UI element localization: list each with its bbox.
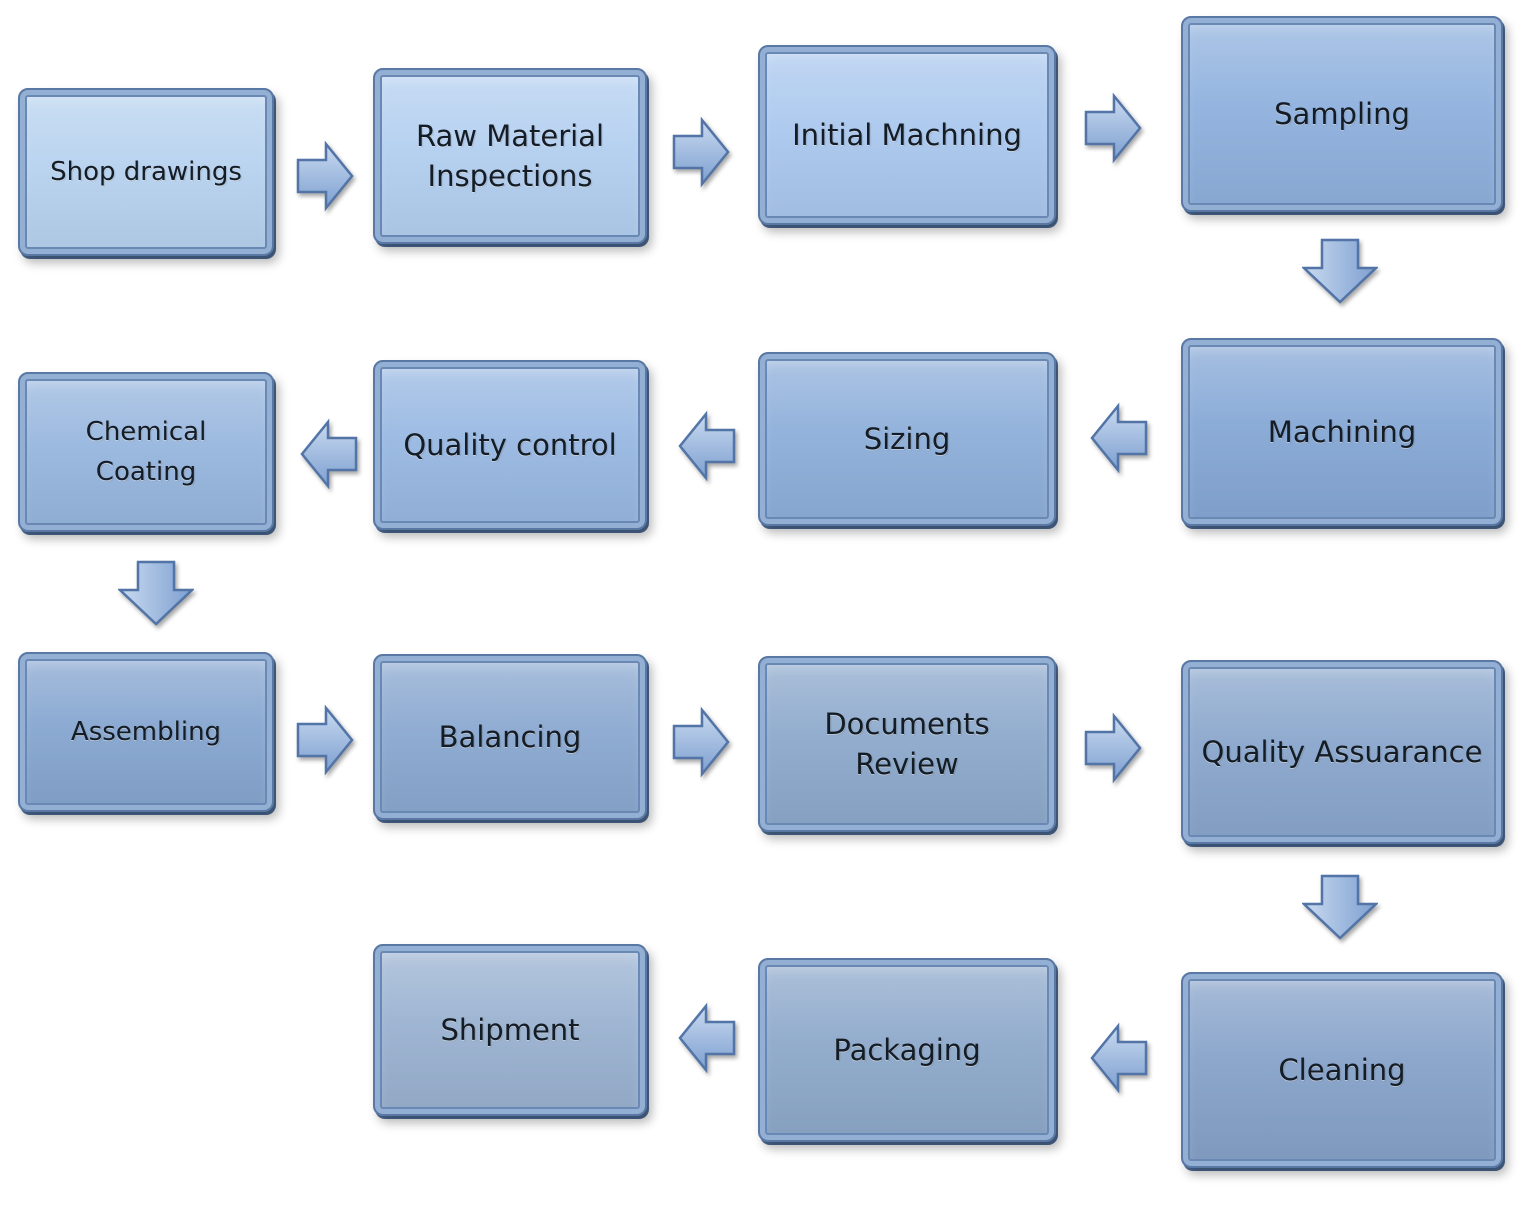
arrow-shape: [300, 418, 358, 490]
step-quality-control: Quality control: [373, 360, 647, 530]
arrow-down-icon: [118, 560, 194, 626]
step-balancing: Balancing: [373, 654, 647, 820]
arrow-left-icon: [300, 418, 358, 490]
arrow-body: [300, 418, 358, 490]
arrow-right-icon: [672, 706, 730, 778]
arrow-left-icon: [678, 1002, 736, 1074]
step-sizing: Sizing: [758, 352, 1056, 526]
arrow-shape: [296, 140, 354, 212]
step-label: Raw Material Inspections: [415, 119, 605, 193]
arrow-left-icon: [678, 410, 736, 482]
arrow-shape: [1302, 238, 1378, 304]
arrow-right-icon: [1084, 92, 1142, 164]
step-label: Shipment: [440, 1013, 580, 1047]
arrow-body: [296, 704, 354, 776]
step-label: Documents Review: [824, 707, 990, 781]
arrow-shape: [1090, 1022, 1148, 1094]
arrow-down-icon: [1302, 238, 1378, 304]
step-label: Machining: [1267, 415, 1417, 449]
step-shipment: Shipment: [373, 944, 647, 1116]
arrow-down-icon: [1302, 874, 1378, 940]
arrow-body: [678, 410, 736, 482]
arrow-right-icon: [1084, 712, 1142, 784]
step-raw-material-inspections: Raw Material Inspections: [373, 68, 647, 244]
step-machining: Machining: [1181, 338, 1503, 526]
step-label: Quality control: [403, 428, 617, 462]
arrow-body: [1302, 238, 1378, 304]
arrow-shape: [678, 1002, 736, 1074]
arrow-shape: [1084, 712, 1142, 784]
step-initial-machning: Initial Machning: [758, 45, 1056, 225]
arrow-shape: [1084, 92, 1142, 164]
step-label: Packaging: [833, 1033, 981, 1067]
step-label: Quality Assuarance: [1201, 735, 1483, 769]
step-label: Sizing: [863, 422, 951, 456]
step-sampling: Sampling: [1181, 16, 1503, 212]
arrow-shape: [672, 116, 730, 188]
step-shop-drawings: Shop drawings: [18, 88, 274, 256]
arrow-left-icon: [1090, 402, 1148, 474]
arrow-right-icon: [672, 116, 730, 188]
arrow-body: [672, 706, 730, 778]
step-label: Balancing: [438, 720, 582, 754]
arrow-shape: [118, 560, 194, 626]
arrow-body: [1090, 1022, 1148, 1094]
arrow-shape: [1302, 874, 1378, 940]
step-label: Initial Machning: [792, 118, 1022, 152]
step-label: Sampling: [1274, 97, 1410, 131]
arrow-body: [296, 140, 354, 212]
step-assembling: Assembling: [18, 652, 274, 812]
step-packaging: Packaging: [758, 958, 1056, 1142]
step-quality-assurance: Quality Assuarance: [1181, 660, 1503, 844]
step-documents-review: Documents Review: [758, 656, 1056, 832]
arrow-right-icon: [296, 704, 354, 776]
arrow-body: [1084, 92, 1142, 164]
arrow-body: [118, 560, 194, 626]
arrow-body: [678, 1002, 736, 1074]
arrow-body: [672, 116, 730, 188]
arrow-left-icon: [1090, 1022, 1148, 1094]
arrow-shape: [672, 706, 730, 778]
arrow-shape: [296, 704, 354, 776]
step-chemical-coating: Chemical Coating: [18, 372, 274, 532]
step-cleaning: Cleaning: [1181, 972, 1503, 1168]
arrow-body: [1090, 402, 1148, 474]
arrow-body: [1302, 874, 1378, 940]
arrow-shape: [1090, 402, 1148, 474]
arrow-right-icon: [296, 140, 354, 212]
step-label: Shop drawings: [50, 157, 242, 187]
step-label: Assembling: [70, 717, 222, 747]
arrow-body: [1084, 712, 1142, 784]
step-label: Chemical Coating: [85, 417, 207, 487]
arrow-shape: [678, 410, 736, 482]
step-label: Cleaning: [1278, 1053, 1406, 1087]
